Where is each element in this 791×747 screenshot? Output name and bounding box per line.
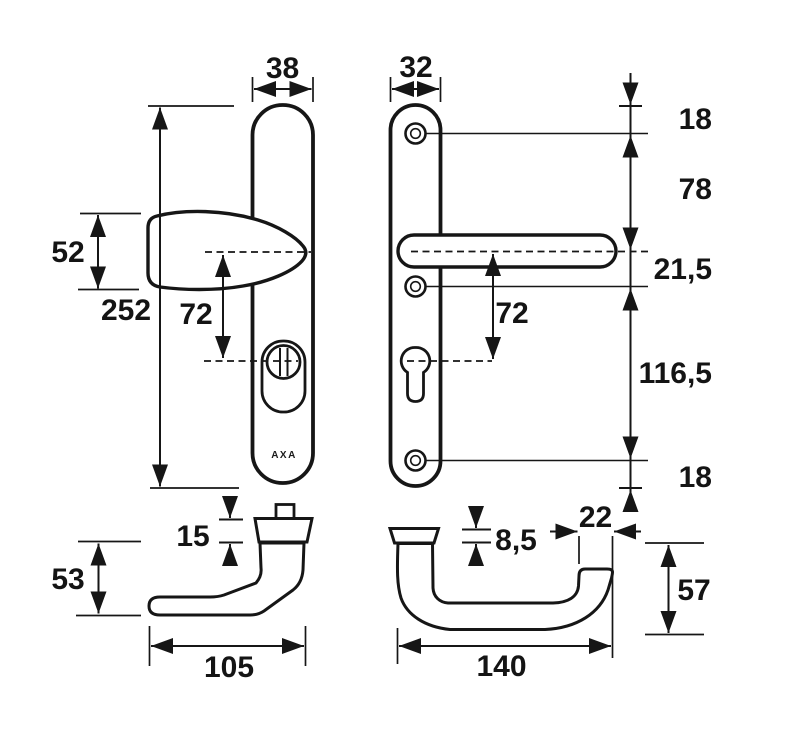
dim-handle-center-to-screw: 21,5: [654, 253, 712, 286]
dim-left-handle-to-cylinder: 72: [179, 298, 212, 331]
dim-screw-spacing: 116,5: [639, 357, 712, 390]
dim-top-edge-to-screw: 18: [679, 103, 712, 136]
dim-screw-to-handle-center: 78: [679, 173, 712, 206]
left-backplate-outline: [250, 103, 315, 485]
dim-grip-depth: 53: [51, 563, 84, 596]
dim-grip-height: 52: [51, 236, 84, 269]
dim-right-handle-to-keyhole: 72: [495, 297, 528, 330]
dim-right-plate-width: 32: [399, 51, 432, 84]
left-profile-spindle-knob: [274, 503, 296, 520]
dim-cap-thickness: 8,5: [495, 524, 537, 557]
dim-screw-to-bottom-edge: 18: [679, 461, 712, 494]
dim-handle-depth: 57: [677, 574, 710, 607]
dim-right-handle-length: 140: [476, 650, 526, 683]
right-profile-rose-cap: [387, 527, 441, 545]
dim-arm-width: 22: [579, 501, 612, 534]
dim-collar-height: 15: [176, 520, 209, 553]
left-pad-handle: [146, 209, 308, 292]
left-cylinder-core: [265, 344, 302, 380]
screw-hole-middle-inner: [409, 280, 422, 293]
dim-left-plate-width: 38: [266, 52, 299, 85]
dim-left-handle-length: 105: [204, 651, 254, 684]
brand-logo-text: AXA: [271, 450, 297, 461]
screw-hole-top-inner: [409, 127, 422, 140]
left-profile-collar: [253, 517, 314, 544]
left-profile-grip: [147, 541, 306, 617]
screw-hole-bottom-inner: [409, 454, 422, 467]
dim-left-plate-height: 252: [101, 294, 151, 327]
